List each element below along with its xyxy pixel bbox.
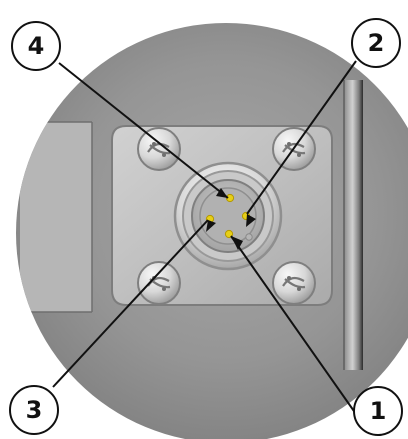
- callout-arrow-4: [216, 188, 228, 198]
- screw-top-left: [137, 127, 181, 171]
- callout-label-4: 4: [28, 32, 45, 60]
- right-edge-band: [344, 80, 363, 370]
- callout-label-1: 1: [370, 397, 387, 425]
- callout-arrow-1: [231, 236, 243, 250]
- callout-circle-1: [353, 386, 403, 436]
- screw-icon: [137, 261, 181, 305]
- callout-circle-4: [11, 21, 61, 71]
- callout-line-1: [230, 235, 357, 415]
- callout-circle-2: [351, 18, 401, 68]
- callout-line-4: [58, 62, 229, 199]
- callout-arrow-3: [206, 220, 216, 232]
- callout-circle-3: [9, 385, 59, 435]
- callout-label-3: 3: [26, 396, 43, 424]
- callout-4: 4: [11, 21, 61, 71]
- callout-lines: [52, 60, 357, 415]
- callout-3: 3: [9, 385, 59, 435]
- left-panel: [20, 122, 92, 312]
- screw-bottom-left: [137, 261, 181, 305]
- screw-bottom-right: [272, 261, 316, 305]
- connector-center-face: [199, 187, 257, 245]
- callout-label-2: 2: [368, 29, 385, 57]
- callout-1: 1: [353, 386, 403, 436]
- callout-arrows: [206, 188, 256, 250]
- screw-icon: [137, 127, 181, 171]
- callout-arrow-2: [246, 214, 256, 227]
- connector-key-mark: [245, 233, 253, 241]
- pin-icon: [224, 229, 234, 239]
- callout-line-2: [246, 60, 357, 215]
- callout-line-3: [52, 219, 209, 388]
- screw-icon: [272, 261, 316, 305]
- connector-icon: [173, 161, 283, 271]
- callout-2: 2: [351, 18, 401, 68]
